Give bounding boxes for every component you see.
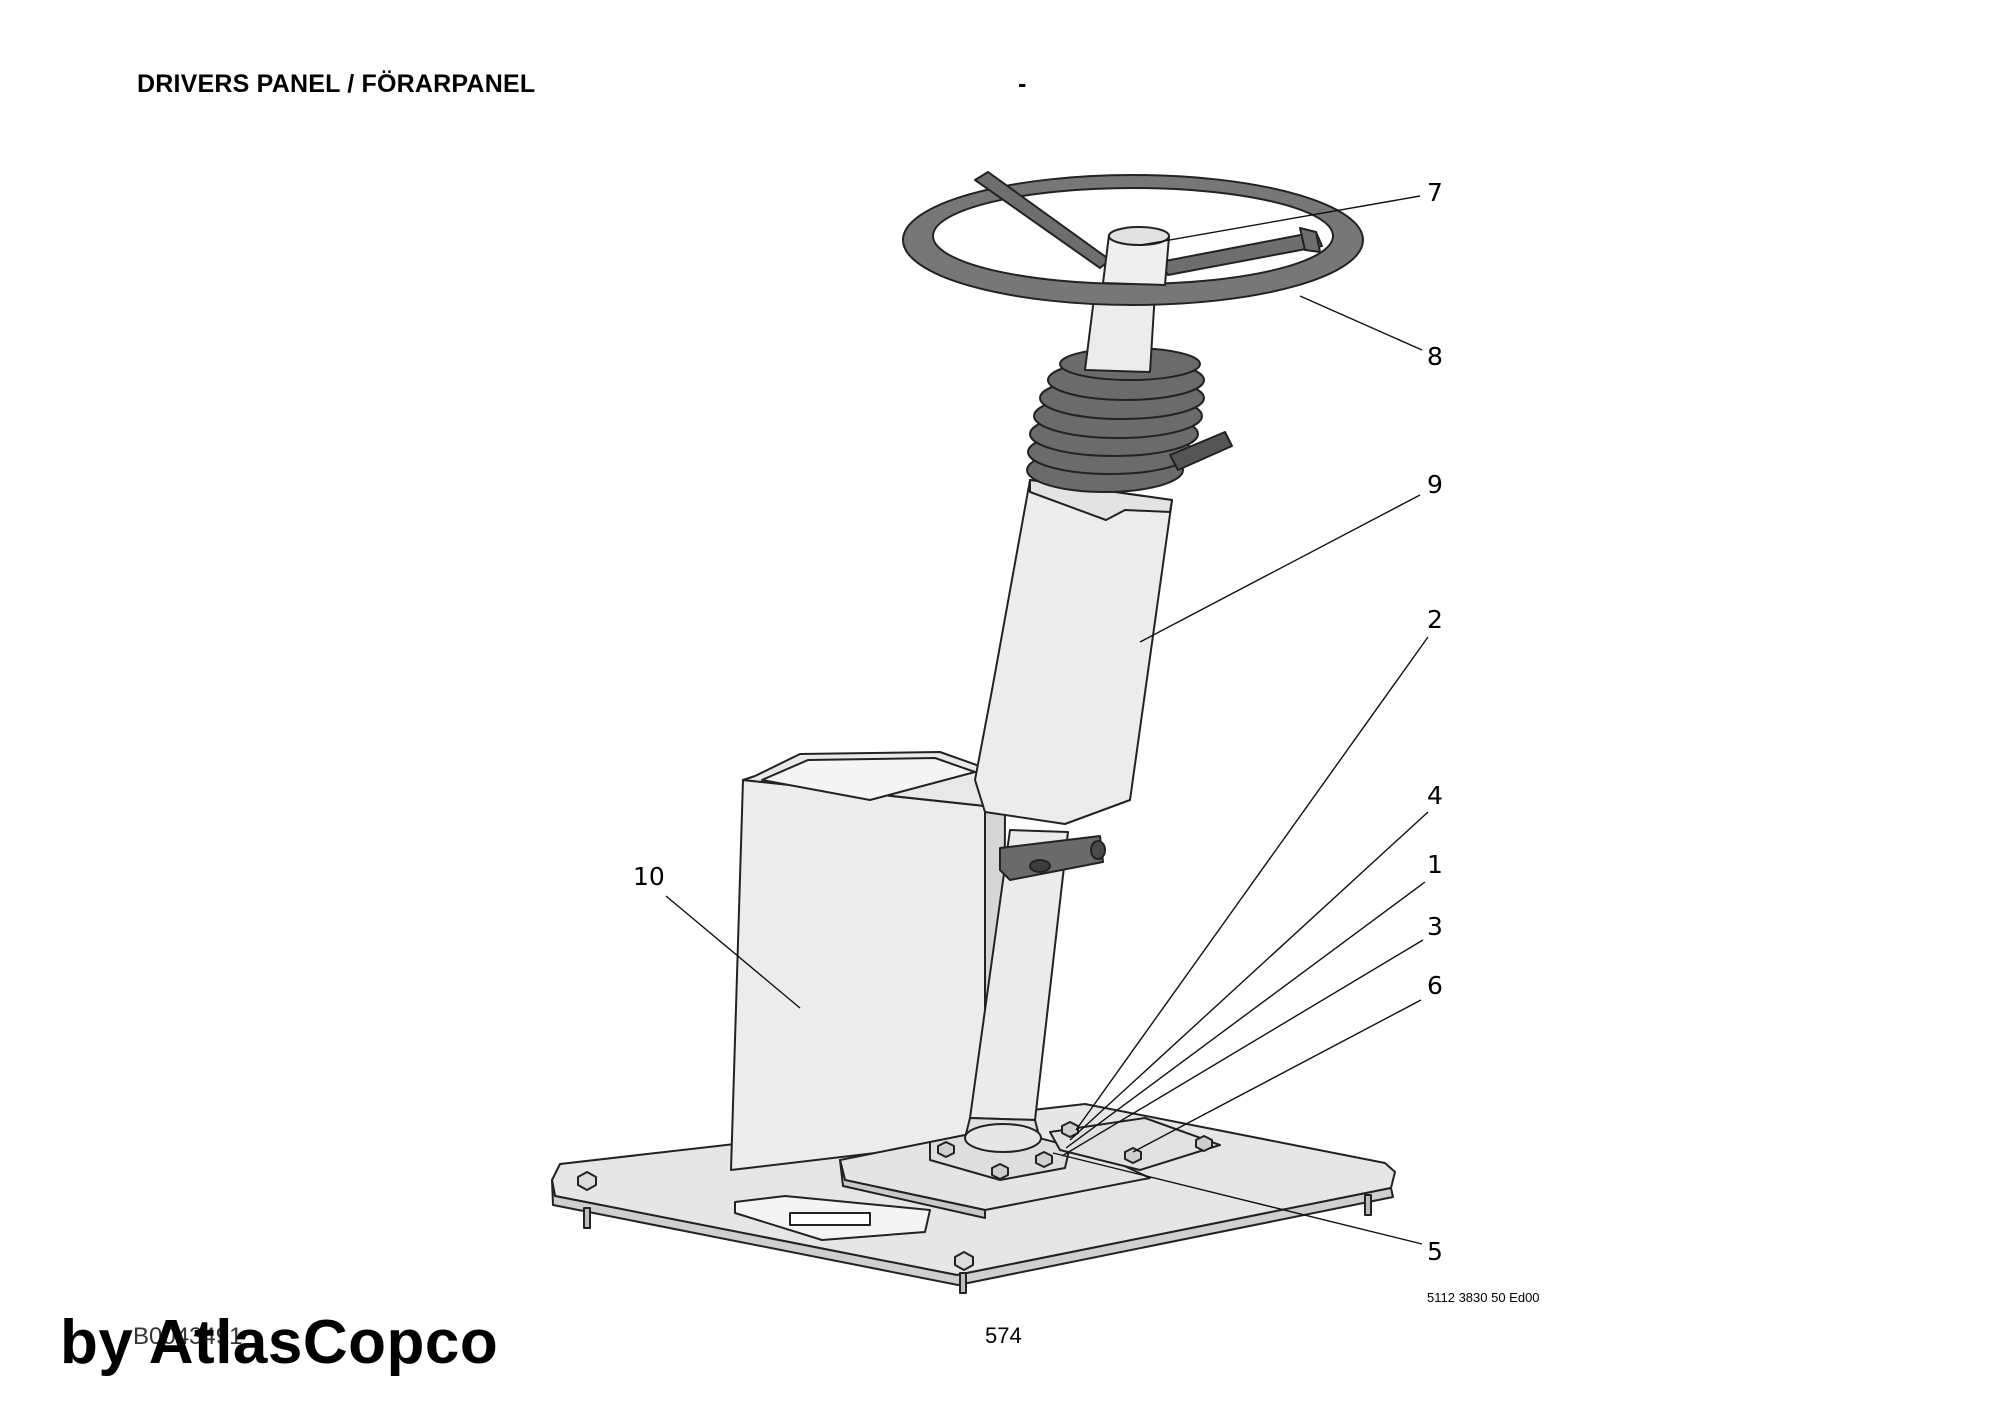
reference-code: B0043491 — [133, 1323, 243, 1350]
leader-lines — [665, 195, 1429, 1245]
callout-9: 9 — [1427, 470, 1443, 499]
page-number: 574 — [985, 1323, 1022, 1348]
callout-7: 7 — [1427, 178, 1443, 207]
callout-5: 5 — [1427, 1237, 1443, 1266]
watermark: by AtlasCopco — [60, 1308, 499, 1377]
cover-drawing — [730, 751, 1006, 1171]
callout-3: 3 — [1427, 912, 1443, 941]
page-title-dash: - — [1018, 70, 1027, 98]
callout-4: 4 — [1427, 781, 1443, 810]
callout-8: 8 — [1427, 342, 1443, 371]
callout-2: 2 — [1427, 605, 1443, 634]
callout-10: 10 — [633, 862, 665, 891]
mounting-plate-drawing — [839, 1117, 1221, 1219]
page-title: DRIVERS PANEL / FÖRARPANEL — [137, 70, 536, 98]
document-code: 5112 3830 50 Ed00 — [1427, 1290, 1540, 1305]
callout-1: 1 — [1427, 850, 1443, 879]
bellows-drawing — [1026, 347, 1205, 493]
callout-6: 6 — [1427, 971, 1443, 1000]
column-tube-drawing — [964, 829, 1069, 1153]
steering-wheel-drawing — [902, 171, 1364, 306]
tilt-lever-drawing — [1169, 431, 1233, 471]
steering-column-drawing — [974, 479, 1173, 825]
clamp-drawing — [999, 835, 1106, 881]
